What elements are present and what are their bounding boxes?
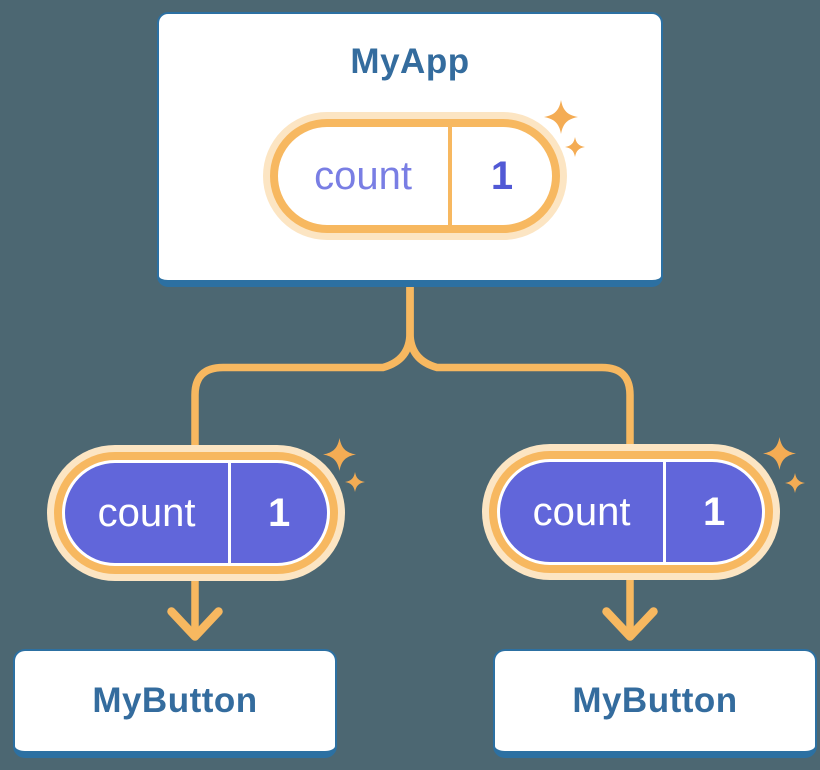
component-card-mybutton-right: MyButton [493, 649, 817, 758]
component-title: MyButton [572, 681, 738, 720]
sparkle-icon [323, 438, 365, 492]
pill-divider [448, 127, 453, 225]
pill-divider [663, 462, 667, 562]
state-pill-value: 1 [490, 153, 514, 198]
component-card-mybutton-left: MyButton [13, 649, 337, 758]
state-pill-root: count 1 [270, 119, 560, 233]
pill-divider [228, 463, 232, 563]
component-title: MyApp [350, 42, 470, 81]
prop-pill-label: count [97, 490, 196, 535]
prop-pill-left: count 1 [65, 463, 327, 563]
arrow-down-icon [167, 607, 223, 641]
sparkle-icon [763, 437, 805, 493]
component-title: MyButton [92, 681, 258, 720]
prop-pill-value: 1 [267, 490, 291, 535]
prop-pill-right: count 1 [500, 462, 762, 562]
branch-line-left [191, 282, 414, 637]
prop-pill-label: count [532, 489, 631, 534]
prop-pill-value: 1 [702, 489, 726, 534]
state-pill-label: count [314, 153, 412, 198]
branch-line-right [406, 282, 634, 637]
sparkle-icon [544, 100, 585, 157]
arrow-down-icon [602, 607, 658, 641]
